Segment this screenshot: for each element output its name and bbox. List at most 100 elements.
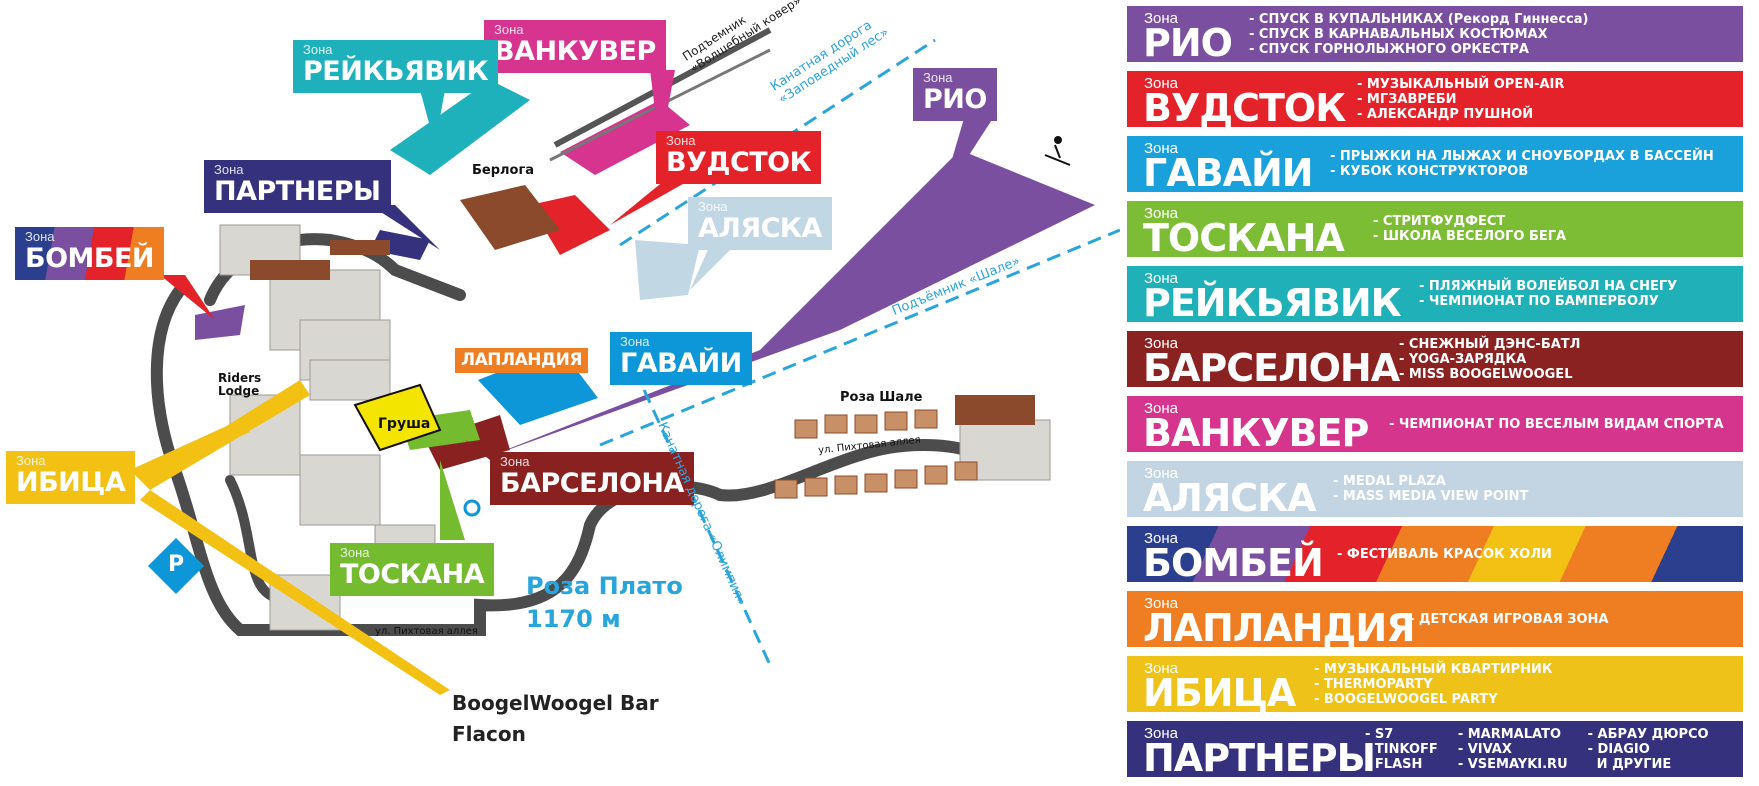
bombay-zone-word: Зона [25,229,55,244]
vancouver-zone-word: Зона [494,22,524,37]
legend-partner-item: - VSEMAYKI.RU [1457,756,1568,772]
vancouver-zone-label: Зона ВАНКУВЕР [484,20,666,73]
legend-partner-item: - FLASH [1365,756,1423,772]
bombay-stage [195,305,245,340]
legend-partner-item: - TINKOFF [1365,741,1438,757]
legend-zone-word: Зона [1144,205,1179,222]
legend-zone-name: БАРСЕЛОНА [1143,346,1400,387]
woodstock-zone-name: ВУДСТОК [666,147,812,178]
hawaii-zone-name: ГАВАЙИ [620,348,742,379]
legend-event-item: - КУБОК КОНСТРУКТОРОВ [1330,164,1529,179]
legend-zone-name: ЛАПЛАНДИЯ [1143,606,1415,647]
tuscany-zone-name: ТОСКАНА [340,559,485,590]
hawaii-zone-label: Зона ГАВАЙИ [610,332,752,385]
barcelona-zone-label: Зона БАРСЕЛОНА [490,452,694,505]
altitude-label: 1170 м [526,605,621,633]
alaska-pointer [690,245,735,290]
brown-roofs [250,185,1035,425]
bombay-pointer [160,275,215,320]
reykjavik-zone-label: Зона РЕЙКЬЯВИК [293,40,499,93]
partners-zone-name: ПАРТНЕРЫ [214,176,381,207]
legend-event-item: - THERMOPARTY [1314,676,1433,692]
legend-zone-name: ТОСКАНА [1143,216,1345,257]
legend-zone-word: Зона [1144,75,1179,92]
woodstock-pointer [610,180,690,225]
skier-icon [1044,136,1071,166]
bar-label-2: Flacon [452,722,526,746]
legend-zone-name: ИБИЦА [1143,671,1296,712]
grusha-label: Груша [378,416,431,432]
legend-zone-events: - МУЗЫКАЛЬНЫЙ OPEN-AIR- МГЗАВРЕБИ- АЛЕКС… [1357,71,1564,127]
olympia-lift [633,369,772,666]
rio-zone-label: Зона РИО [913,68,997,121]
legend-event-item: - СНЕЖНЫЙ ДЭНС-БАТЛ [1399,336,1581,352]
barcelona-zone-word: Зона [500,454,530,469]
bombay-zone-name: БОМБЕЙ [25,243,155,274]
legend-event-item: - ЧЕМПИОНАТ ПО БАМПЕРБОЛУ [1419,294,1659,309]
legend-zone-name: БОМБЕЙ [1143,541,1324,582]
roza-plato-label: Роза Плато [526,572,683,600]
legend-zone-events: - MEDAL PLAZA- MASS MEDIA VIEW POINT [1333,461,1528,517]
legend-partner-columns: - S7- TINKOFF- FLASH- MARMALATO- VIVAX- … [1365,721,1709,777]
ibiza-beam-3 [130,420,250,480]
map-graphics [130,27,1120,695]
legend-event-item: - МГЗАВРЕБИ [1357,91,1457,107]
alaska-zone-name: АЛЯСКА [698,213,822,244]
parking-label: P [168,552,185,577]
partners-zone-label: Зона ПАРТНЕРЫ [204,160,391,213]
legend-partner-item: И ДРУГИЕ [1587,756,1672,772]
reykjavik-zone-name: РЕЙКЬЯВИК [303,56,489,87]
legend-zone-name: ВАНКУВЕР [1143,411,1369,452]
alaska-area [635,240,700,300]
legend-event-item: - MISS BOOGELWOOGEL [1399,366,1573,382]
riders-lodge-text: Riders Lodge [218,371,262,398]
legend-zone-word: Зона [1144,530,1179,547]
tuscany-zone-word: Зона [340,545,370,560]
reykjavik-zone-word: Зона [303,42,333,57]
legend-partner-item: - VIVAX [1457,741,1512,757]
legend-zone-events: - ПРЫЖКИ НА ЛЫЖАХ И СНОУБОРДАХ В БАССЕЙН… [1330,136,1714,192]
legend-partner-item: - MARMALATO [1457,726,1561,742]
legend-zone-events: - ЧЕМПИОНАТ ПО ВЕСЕЛЫМ ВИДАМ СПОРТА [1389,396,1724,452]
rio-pointer [940,115,995,200]
legend-event-item: - МУЗЫКАЛЬНЫЙ КВАРТИРНИК [1314,661,1553,677]
legend-event-item: - MEDAL PLAZA [1333,474,1446,489]
legend-event-item: - СПУСК В КАРНАВАЛЬНЫХ КОСТЮМАХ [1249,26,1548,42]
ibiza-zone-label: Зона ИБИЦА [6,451,136,504]
info-marker [463,499,481,517]
tuscany-pointer [440,460,465,540]
legend-event-item: - YOGA-ЗАРЯДКА [1399,351,1527,367]
legend-zone-word: Зона [1144,10,1179,27]
legend-event-item: - СТРИТФУДФЕСТ [1373,214,1506,229]
legend-partner-item: - DIAGIO [1587,741,1650,757]
woodstock-zone-word: Зона [666,133,696,148]
grusha-area [353,383,442,452]
legend-zone-word: Зона [1144,725,1179,742]
legend-zone-name: РЕЙКЬЯВИК [1143,281,1402,322]
legend-zone-name: ВУДСТОК [1143,86,1346,127]
lapland-zone-name: ЛАПЛАНДИЯ [461,350,582,370]
legend-zone-events: - СНЕЖНЫЙ ДЭНС-БАТЛ- YOGA-ЗАРЯДКА- MISS … [1399,331,1580,387]
legend-event-item: - BOOGELWOOGEL PARTY [1314,691,1498,707]
roza-shale-label: Роза Шале [840,390,923,405]
ibiza-beam-2 [140,490,450,695]
woodstock-zone-label: Зона ВУДСТОК [656,131,822,184]
woodstock-area [530,195,610,255]
street-bottom-label: ул. Пихтовая аллея [375,626,478,637]
legend-partner-item: - S7 [1365,726,1394,742]
lapland-zone-label: ЛАПЛАНДИЯ [455,348,588,373]
bar-label-1: BoogelWoogel Bar [452,691,659,715]
legend-zone-events: - ПЛЯЖНЫЙ ВОЛЕЙБОЛ НА СНЕГУ- ЧЕМПИОНАТ П… [1419,266,1677,322]
legend-event-item: - ШКОЛА ВЕСЕЛОГО БЕГА [1373,229,1567,244]
riders-lodge-label: Riders Lodge [218,372,278,398]
parking-sign [148,538,204,594]
legend-zone-word: Зона [1144,270,1179,287]
